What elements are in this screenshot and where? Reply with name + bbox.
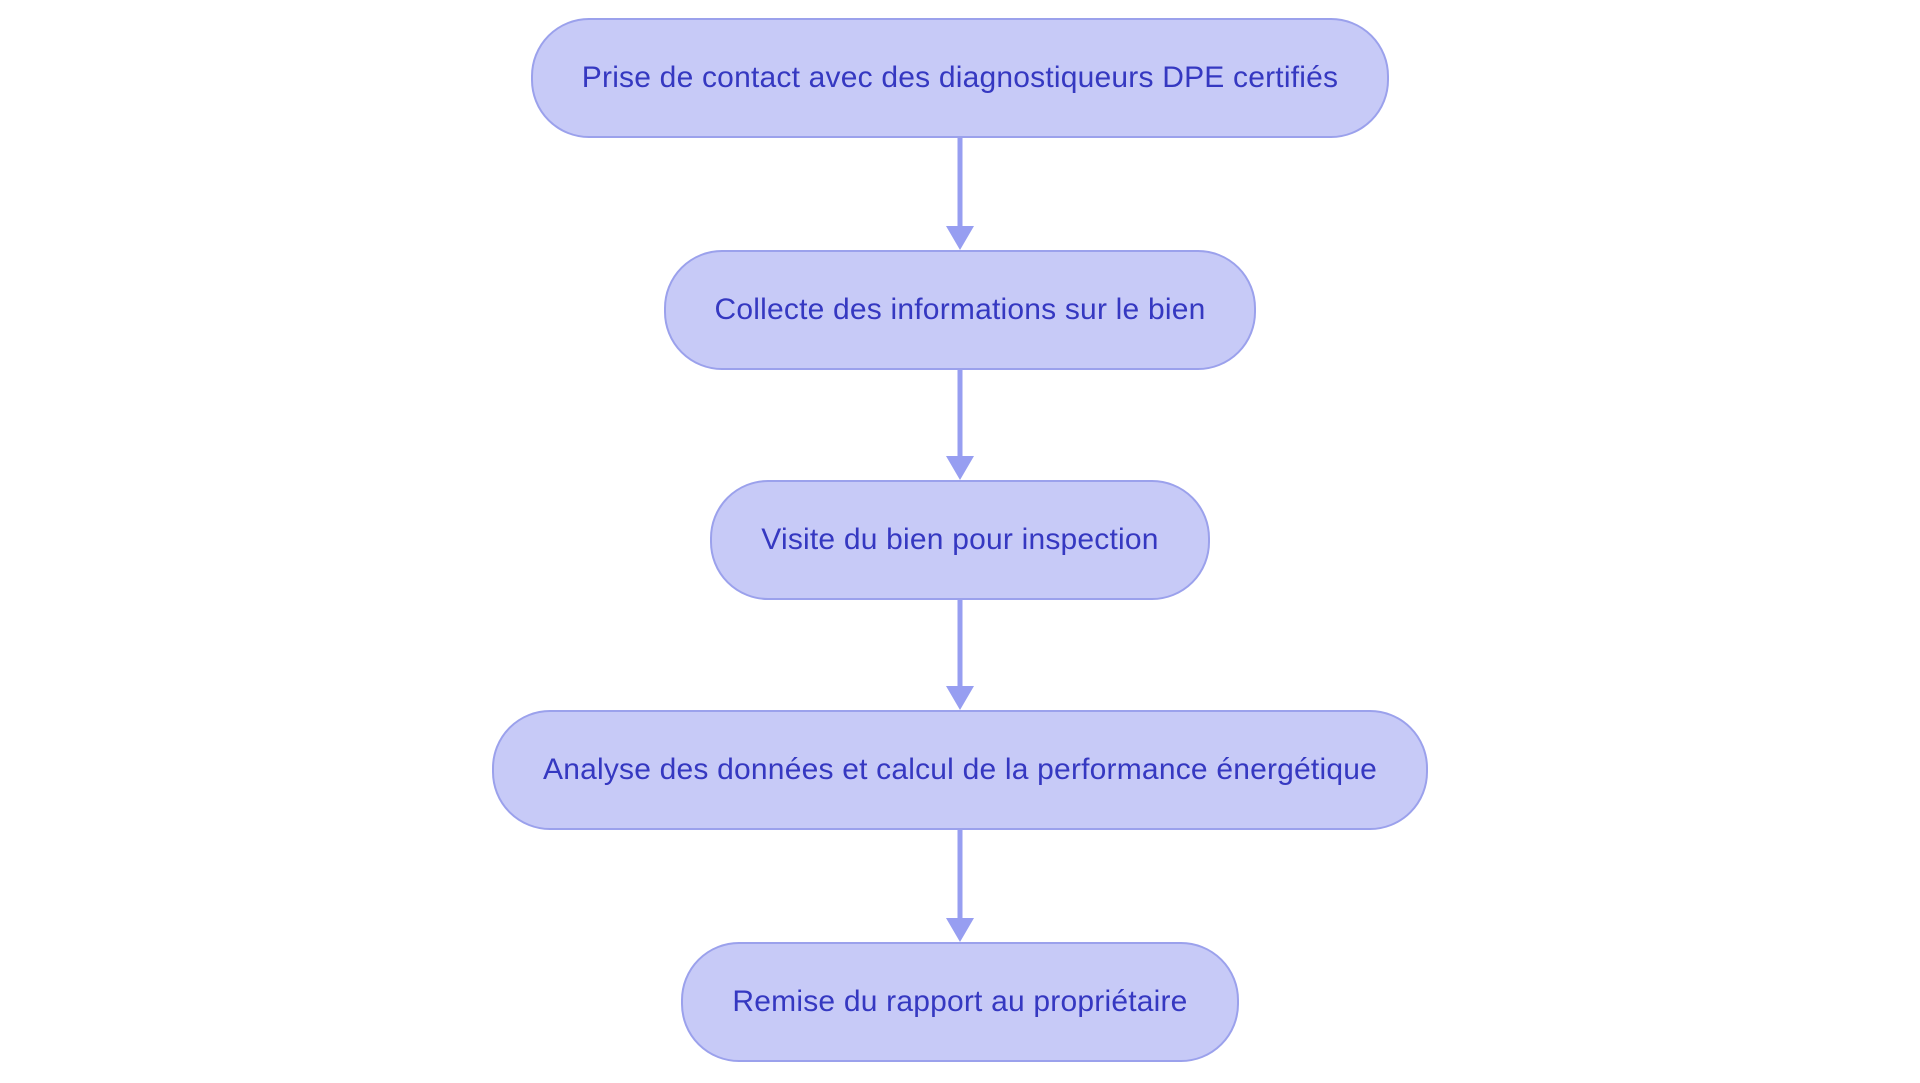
flow-node-contact: Prise de contact avec des diagnostiqueur…	[531, 18, 1389, 138]
arrowhead-down-icon	[946, 226, 974, 250]
flow-node-label: Analyse des données et calcul de la perf…	[542, 753, 1377, 786]
connector-line	[957, 600, 963, 690]
flow-node-label: Prise de contact avec des diagnostiqueur…	[581, 61, 1339, 94]
connector-line	[957, 830, 963, 922]
flow-node-collecte: Collecte des informations sur le bien	[664, 250, 1256, 370]
connector-line	[957, 138, 963, 230]
arrowhead-down-icon	[946, 456, 974, 480]
flow-node-label: Remise du rapport au propriétaire	[732, 985, 1188, 1018]
flow-node-label: Visite du bien pour inspection	[761, 523, 1159, 556]
flow-node-label: Collecte des informations sur le bien	[714, 293, 1206, 326]
flow-connector-4-5	[946, 830, 974, 942]
flow-connector-3-4	[946, 600, 974, 710]
flow-connector-1-2	[946, 138, 974, 250]
arrowhead-down-icon	[946, 918, 974, 942]
flow-connector-2-3	[946, 370, 974, 480]
flow-node-remise: Remise du rapport au propriétaire	[681, 942, 1239, 1062]
flow-node-analyse: Analyse des données et calcul de la perf…	[492, 710, 1428, 830]
connector-line	[957, 370, 963, 460]
arrowhead-down-icon	[946, 686, 974, 710]
flow-node-visite: Visite du bien pour inspection	[710, 480, 1210, 600]
